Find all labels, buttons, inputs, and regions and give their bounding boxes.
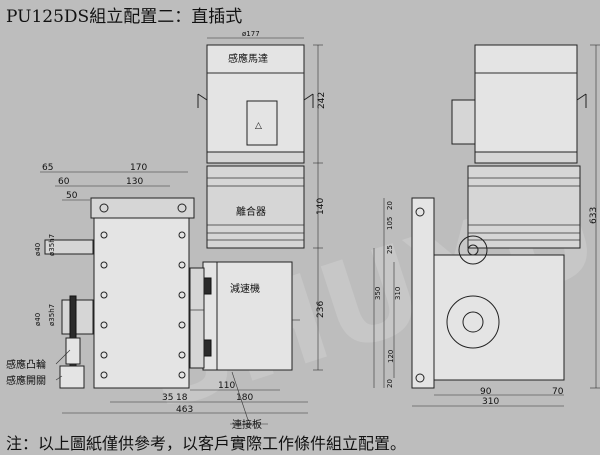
dim-105: 105	[386, 217, 394, 230]
dim-35h7b: ø35h7	[48, 304, 56, 326]
dim-18: 18	[176, 393, 188, 403]
side-gear-output	[446, 295, 500, 349]
motor-top	[206, 44, 305, 74]
dim-25: 25	[386, 245, 394, 254]
dim-50: 50	[66, 191, 78, 201]
dim-90: 90	[480, 387, 492, 397]
dim-70: 70	[552, 387, 564, 397]
dim-350: 350	[374, 287, 382, 300]
side-terminal-box	[451, 99, 476, 145]
front-dimensions: ø177 242 140 236 65 170 60 130	[34, 30, 327, 415]
front-view: △ 感應馬達 離合器 減速機	[6, 30, 327, 431]
page-title: PU125DS組立配置二：直插式	[6, 7, 243, 27]
dim-110: 110	[218, 381, 235, 391]
dim-65: 65	[42, 163, 53, 173]
dim-130: 130	[126, 177, 143, 187]
clutch-body	[206, 165, 305, 249]
dim-310h: 310	[482, 397, 499, 407]
dim-120: 120	[387, 350, 395, 363]
reducer-label: 減速機	[230, 282, 260, 295]
dim-170: 170	[130, 163, 147, 173]
clutch-fins	[207, 177, 304, 241]
dim-clutch-height: 140	[316, 198, 326, 215]
dim-reducer-height: 236	[316, 301, 326, 318]
dim-motor-height: 242	[317, 92, 327, 109]
plate-label: 連接板	[232, 418, 262, 431]
sensor-switch	[59, 365, 85, 389]
dim-180: 180	[236, 393, 253, 403]
plate-holes	[99, 203, 187, 379]
footnote: 注：以上圖紙僅供參考，以客戶實際工作條件組立配置。	[6, 434, 407, 453]
side-plate	[411, 197, 435, 389]
dim-20a: 20	[386, 201, 394, 210]
terminal-symbol: △	[255, 121, 262, 131]
dim-motor-dia: ø177	[242, 30, 260, 38]
sensor-cam	[65, 337, 81, 365]
dim-310v: 310	[394, 287, 402, 300]
mounting-plate	[93, 217, 190, 389]
dim-60: 60	[58, 177, 70, 187]
side-view: 633 20 105 25 350 310 120 20 90 70 310	[373, 44, 600, 407]
dim-40b: ø40	[34, 313, 42, 326]
sensor-switch-label: 感應開關	[6, 374, 46, 387]
dim-overall-height: 633	[589, 207, 599, 224]
dim-463: 463	[176, 405, 193, 415]
terminal-box	[246, 100, 278, 146]
motor-label: 感應馬達	[228, 52, 268, 65]
dim-35: 35	[162, 393, 173, 403]
dim-20b: 20	[386, 379, 394, 388]
sensor-cam-label: 感應凸輪	[6, 358, 46, 371]
reducer-body	[213, 261, 293, 371]
dim-35h7a: ø35h7	[48, 234, 56, 256]
side-gear-top	[458, 235, 488, 265]
dim-40a: ø40	[34, 243, 42, 256]
side-clutch	[467, 165, 581, 249]
clutch-label: 離合器	[236, 205, 266, 218]
side-dimensions: 633 20 105 25 350 310 120 20 90 70 310	[373, 44, 600, 407]
